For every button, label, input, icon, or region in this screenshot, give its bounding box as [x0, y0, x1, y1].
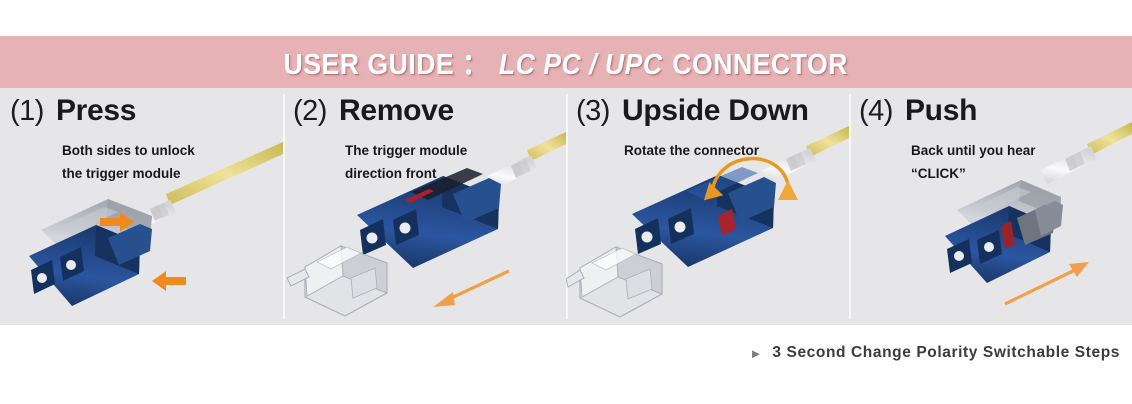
footer-caption: ► 3 Second Change Polarity Switchable St…	[0, 336, 1132, 370]
remove-direction-arrow	[433, 269, 510, 307]
press-arrow-right	[152, 271, 186, 291]
step-panel-1: (1) Press Both sides to unlock the trigg…	[0, 88, 283, 325]
title-suffix: CONNECTOR	[672, 49, 849, 81]
step-1-heading: (1) Press	[10, 94, 137, 128]
step-2-heading: (2) Remove	[293, 94, 454, 128]
step-1-title: Press	[55, 94, 137, 127]
step-1-number: (1)	[10, 95, 44, 127]
step-panel-3: (3) Upside Down Rotate the connector	[566, 88, 849, 325]
step-4-title: Push	[904, 94, 978, 127]
step-3-title: Upside Down	[621, 94, 809, 127]
step-panel-2: (2) Remove The trigger module direction …	[283, 88, 566, 325]
footer-text: 3 Second Change Polarity Switchable Step…	[772, 344, 1120, 361]
step-3-heading: (3) Upside Down	[576, 94, 809, 128]
step-4-number: (4)	[859, 95, 893, 127]
step-panel-4: (4) Push Back until you hear “CLICK”	[849, 88, 1132, 325]
step-3-number: (3)	[576, 95, 610, 127]
title-prefix: USER GUIDE ：	[283, 49, 490, 81]
step-3-description: Rotate the connector	[624, 143, 760, 158]
triangle-right-icon: ►	[749, 345, 763, 361]
step-4-heading: (4) Push	[859, 94, 977, 128]
banner: USER GUIDE ： LC PC / UPC CONNECTOR	[0, 36, 1132, 88]
step-2-title: Remove	[338, 94, 454, 127]
rotate-arrow-tail	[703, 182, 724, 201]
push-direction-arrow	[1004, 262, 1089, 306]
step-2-number: (2)	[293, 95, 327, 127]
rotate-arrow-head	[778, 180, 798, 200]
step-4-description: Back until you hear “CLICK”	[911, 143, 1036, 181]
step-2-description: The trigger module direction front	[345, 143, 468, 181]
title-emphasis: LC PC / UPC	[499, 49, 663, 81]
step-1-description: Both sides to unlock the trigger module	[62, 143, 195, 181]
press-arrow-left	[100, 212, 134, 232]
rotate-arrow	[710, 157, 790, 194]
detached-trigger-module	[566, 246, 663, 318]
page-title: USER GUIDE ： LC PC / UPC CONNECTOR	[284, 41, 848, 83]
steps-strip: (1) Press Both sides to unlock the trigg…	[0, 88, 1132, 325]
detached-trigger-module	[286, 245, 388, 317]
